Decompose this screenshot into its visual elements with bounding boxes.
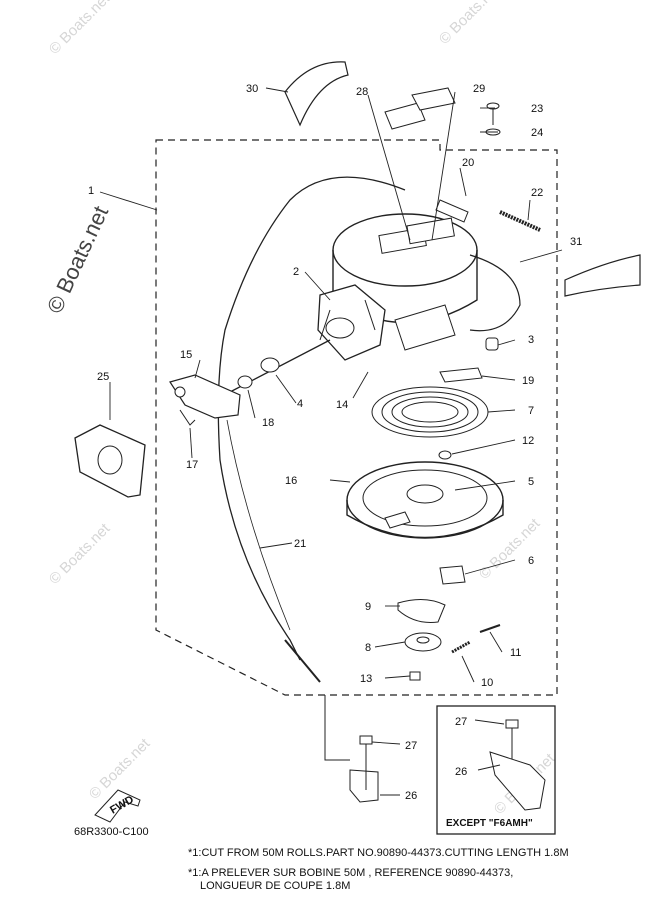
part-7-spring <box>371 386 489 438</box>
note-prelever-bobine: *1:A PRELEVER SUR BOBINE 50M , REFERENCE… <box>188 867 514 879</box>
starter-cable <box>217 176 406 661</box>
callout-22: 22 <box>531 187 543 199</box>
cable-bracket <box>169 374 241 426</box>
part-5-reel <box>346 461 504 539</box>
callout-17: 17 <box>186 459 198 471</box>
part-11-pin <box>479 624 501 633</box>
callout-9: 9 <box>365 601 371 613</box>
callout-14: 14 <box>336 399 348 411</box>
callout-16: 16 <box>285 475 297 487</box>
callout-15: 15 <box>180 349 192 361</box>
watermark-top-right: © Boats.net <box>436 0 504 48</box>
inset-bracket <box>489 719 546 811</box>
part-10-spring <box>451 640 471 654</box>
part-25-grommet <box>74 424 146 498</box>
callout-19: 19 <box>522 375 534 387</box>
watermark-mid-left: © Boats.net <box>46 520 114 588</box>
fwd-arrow: FWD <box>94 789 141 823</box>
part-9-plate <box>397 599 446 623</box>
callout-11: 11 <box>510 647 521 659</box>
part-22-spring <box>499 210 541 232</box>
note-cut-from-rolls: *1:CUT FROM 50M ROLLS.PART NO.90890-4437… <box>188 847 569 859</box>
part-23-bolt <box>486 102 500 125</box>
part-12-clip <box>438 450 452 460</box>
starter-housing <box>317 213 521 361</box>
part-28-label <box>384 102 426 130</box>
callout-26: 26 <box>405 790 417 802</box>
cable-21-lower <box>226 419 291 631</box>
part-6-pawl <box>439 565 466 585</box>
callout-13: 13 <box>360 673 372 685</box>
shift-rod <box>229 339 331 393</box>
callout-18: 18 <box>262 417 274 429</box>
note-longueur-coupe: LONGUEUR DE COUPE 1.8M <box>200 880 351 892</box>
callout-26-inset: 26 <box>455 766 467 778</box>
part-31-sticker <box>564 254 641 297</box>
callout-25: 25 <box>97 371 109 383</box>
callout-28: 28 <box>356 86 368 98</box>
callout-6: 6 <box>528 555 534 567</box>
callouts: 1 30 28 29 23 24 20 22 2 31 3 19 7 12 5 … <box>88 83 582 802</box>
callout-30: 30 <box>246 83 258 95</box>
callout-2: 2 <box>293 266 299 278</box>
callout-27-inset: 27 <box>455 716 467 728</box>
watermark-mid-right: © Boats.net <box>476 515 544 583</box>
callout-1: 1 <box>88 185 94 197</box>
watermark-boats-net: © Boats.net <box>42 202 113 317</box>
part-26-bracket <box>349 735 379 803</box>
diagram-reference-code: 68R3300-C100 <box>74 826 149 838</box>
callout-4: 4 <box>297 398 303 410</box>
callout-20: 20 <box>462 157 474 169</box>
callout-8: 8 <box>365 642 371 654</box>
part-8-drive-plate <box>404 632 442 652</box>
callout-23: 23 <box>531 103 543 115</box>
callout-29: 29 <box>473 83 485 95</box>
callout-7: 7 <box>528 405 534 417</box>
callout-12: 12 <box>522 435 534 447</box>
callout-24: 24 <box>531 127 543 139</box>
cable-route-lower <box>324 695 350 761</box>
callout-3: 3 <box>528 334 534 346</box>
part-19-pawl <box>439 367 483 383</box>
part-3-collar <box>485 337 499 351</box>
inset-except-label: EXCEPT "F6AMH" <box>446 818 533 829</box>
assembly-boundary <box>155 139 558 696</box>
part-13-bolt <box>409 671 421 681</box>
callout-10: 10 <box>481 677 493 689</box>
part-30-sticker <box>284 61 349 127</box>
callout-27: 27 <box>405 740 417 752</box>
callout-21: 21 <box>294 538 306 550</box>
callout-5: 5 <box>528 476 534 488</box>
part-29-label <box>411 87 456 111</box>
cable-end <box>284 639 321 683</box>
leader-lines <box>99 87 563 796</box>
inset-box <box>436 705 556 835</box>
callout-31: 31 <box>570 236 582 248</box>
watermark-top-left: © Boats.net <box>46 0 114 58</box>
